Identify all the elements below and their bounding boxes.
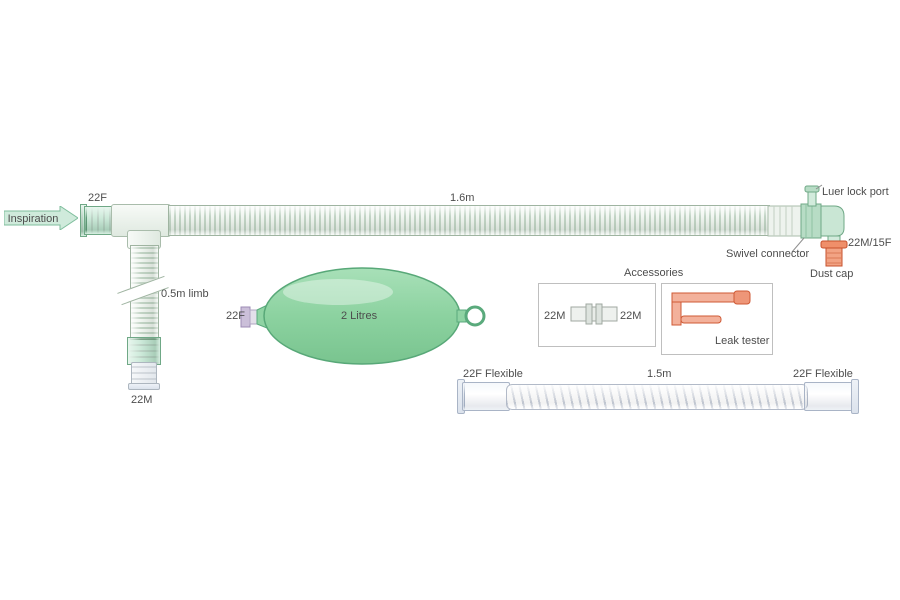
swivel-connector-shape (800, 203, 822, 239)
main-corrugated-tube (168, 205, 770, 236)
limb-length-label: 0.5m limb (161, 288, 209, 300)
dust-cap-label: Dust cap (810, 268, 854, 280)
coupler-right-size-label: 22M (620, 310, 642, 322)
luer-leader-line (815, 184, 823, 190)
luer-port-stub (807, 190, 817, 207)
reservoir-bag (240, 267, 486, 365)
leak-tester-label: Leak tester (715, 335, 770, 347)
main-tube-left-connector-size-label: 22F (88, 192, 107, 204)
elbow-outlet (827, 235, 841, 242)
left-green-connector (84, 206, 114, 235)
flex-coil-tube (506, 384, 808, 410)
flex-tube-right-label: 22F Flexible (793, 368, 853, 380)
tube-end-cuff (767, 205, 802, 237)
coupler-left-size-label: 22M (544, 310, 566, 322)
elbow-shape (820, 205, 845, 237)
luer-lock-port-label: Luer lock port (822, 186, 889, 198)
bag-connector-size-label: 22F (226, 310, 245, 322)
dust-cap-flange (820, 240, 848, 249)
coupler-22m-22m-icon (570, 303, 618, 325)
flex-right-connector (804, 382, 854, 411)
flex-left-connector (462, 382, 510, 411)
luer-port-cap (804, 185, 820, 193)
flex-tube-length-label: 1.5m (647, 368, 672, 380)
limb-end-flange (128, 383, 160, 390)
flex-right-flange (851, 379, 859, 414)
bag-highlight (283, 279, 393, 305)
main-tube-length-label: 1.6m (450, 192, 475, 204)
swivel-leader-line (791, 237, 805, 253)
swivel-connector-label: Swivel connector (726, 248, 810, 260)
patient-connector-size-label: 22M/15F (848, 237, 892, 249)
accessories-title-label: Accessories (624, 267, 684, 279)
leak-tester-icon (671, 290, 751, 326)
inspiration-arrow-icon (4, 206, 78, 230)
bag-ring-shape (464, 305, 486, 327)
patient-end-assembly (767, 184, 848, 267)
bag-volume-label: 2 Litres (341, 310, 378, 322)
limb-green-connector (127, 337, 161, 365)
inspiration-label: Inspiration (7, 213, 59, 225)
limb-connector-size-label: 22M (131, 394, 153, 406)
flex-tube-left-label: 22F Flexible (463, 368, 523, 380)
